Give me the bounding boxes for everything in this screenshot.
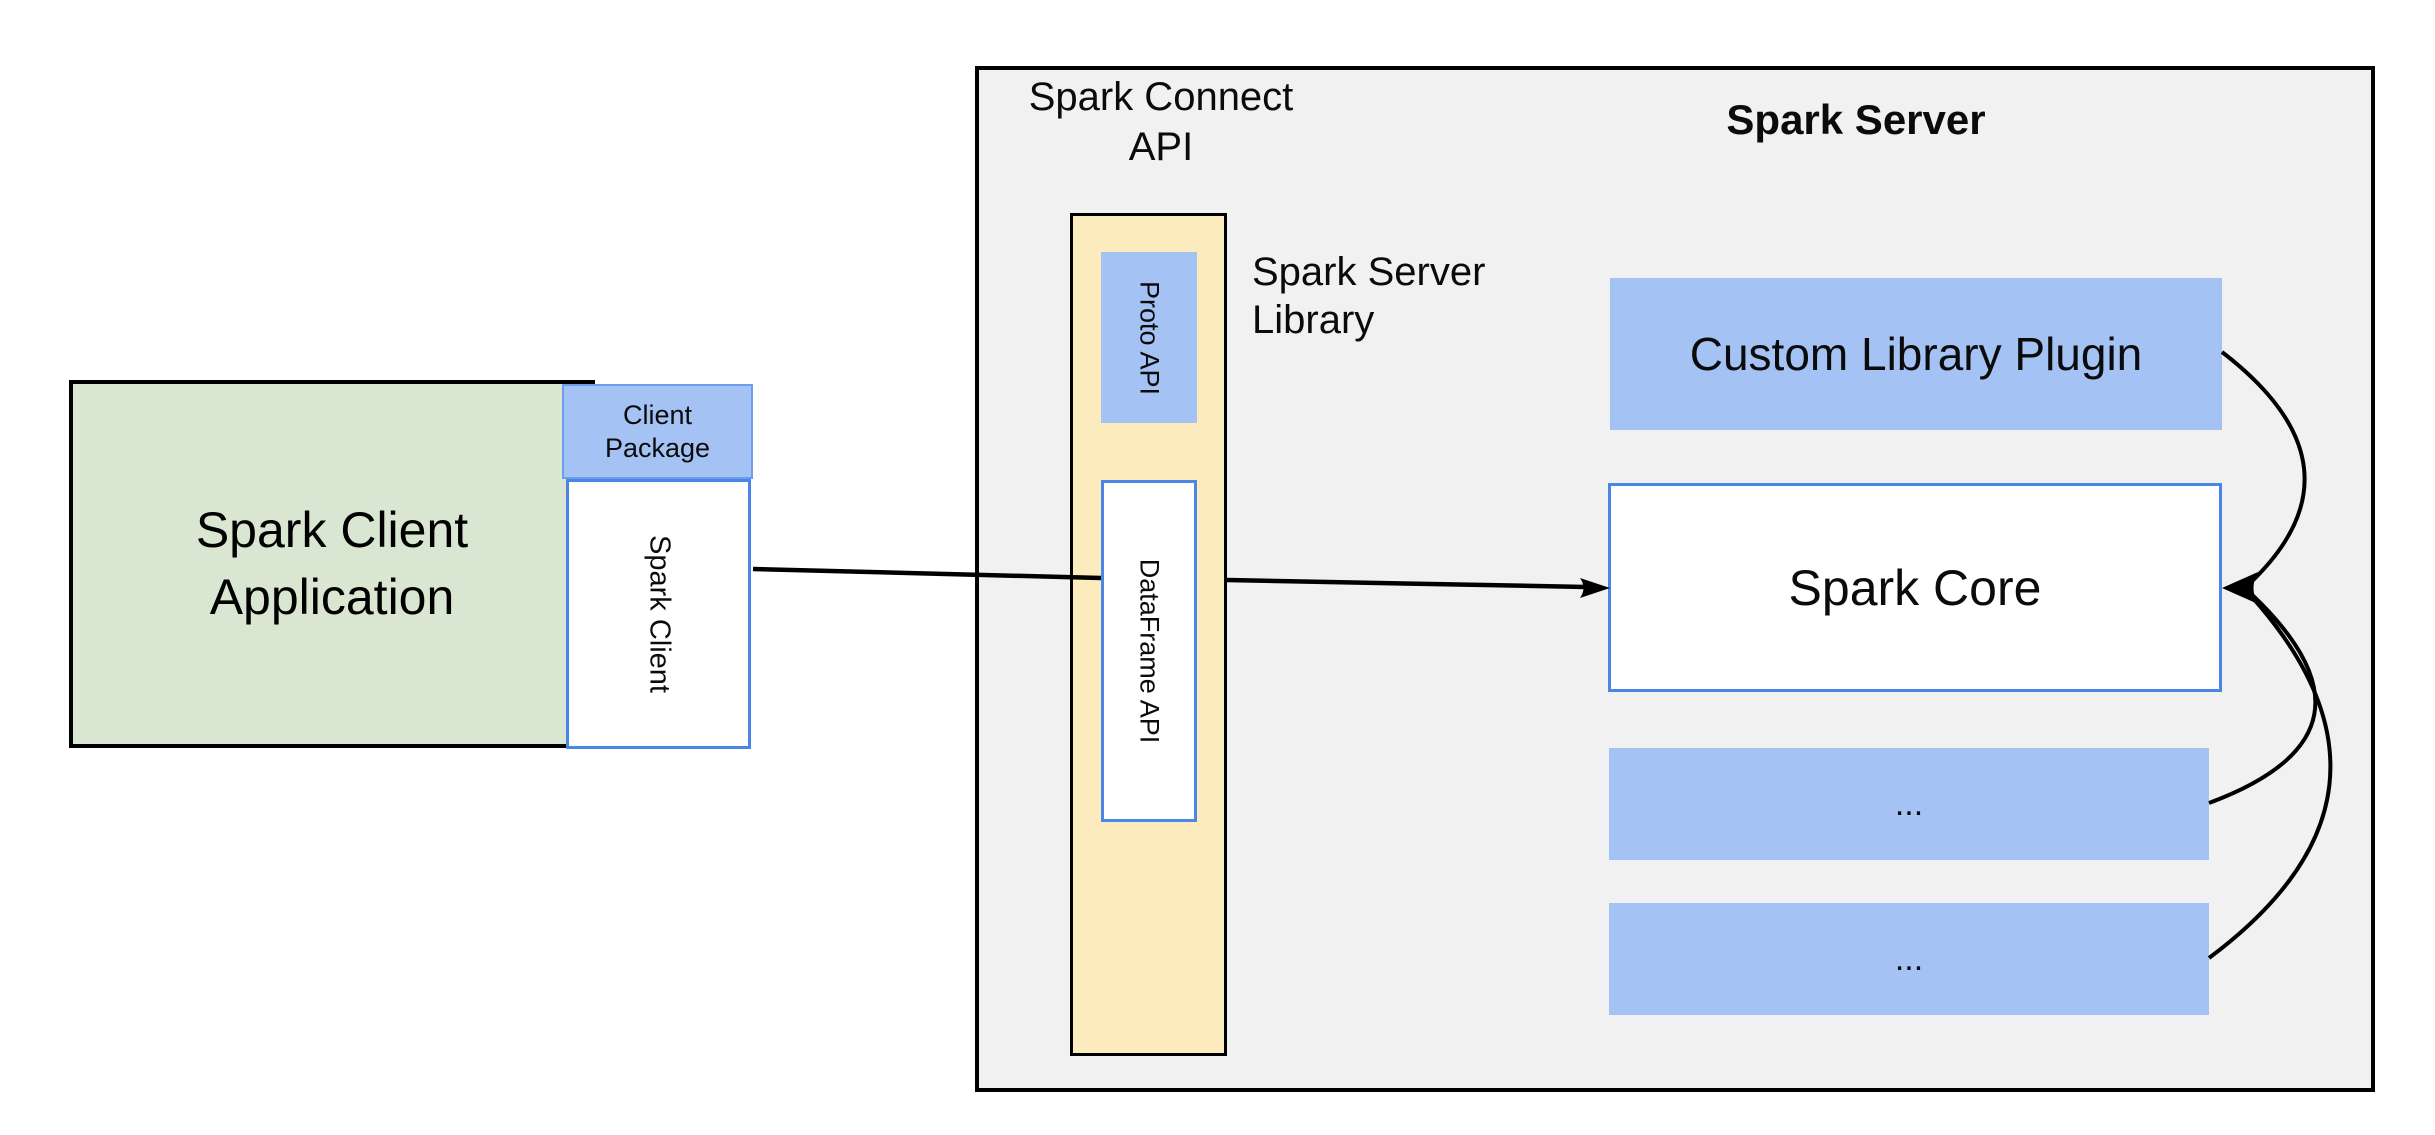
client-package-node: Client Package [562,384,753,479]
spark-client-node: Spark Client [566,479,751,749]
spark-client-label: Spark Client [643,535,675,693]
spark-server-library-label: Spark Server Library [1252,250,1486,342]
dataframe-api-label: DataFrame API [1134,558,1165,744]
proto-api-label: Proto API [1134,280,1165,395]
plugin-slot-1-node: ... [1609,748,2209,860]
spark-connect-api-label: Spark Connect API [1028,75,1294,169]
proto-api-node: Proto API [1101,252,1197,423]
plugin-slot-2-node: ... [1609,903,2209,1015]
spark-server-title: Spark Server [1726,96,1986,143]
spark-client-application-node: Spark Client Application [69,380,595,748]
custom-library-plugin-node: Custom Library Plugin [1610,278,2222,430]
spark-core-node: Spark Core [1608,483,2222,692]
dataframe-api-node: DataFrame API [1101,480,1197,822]
